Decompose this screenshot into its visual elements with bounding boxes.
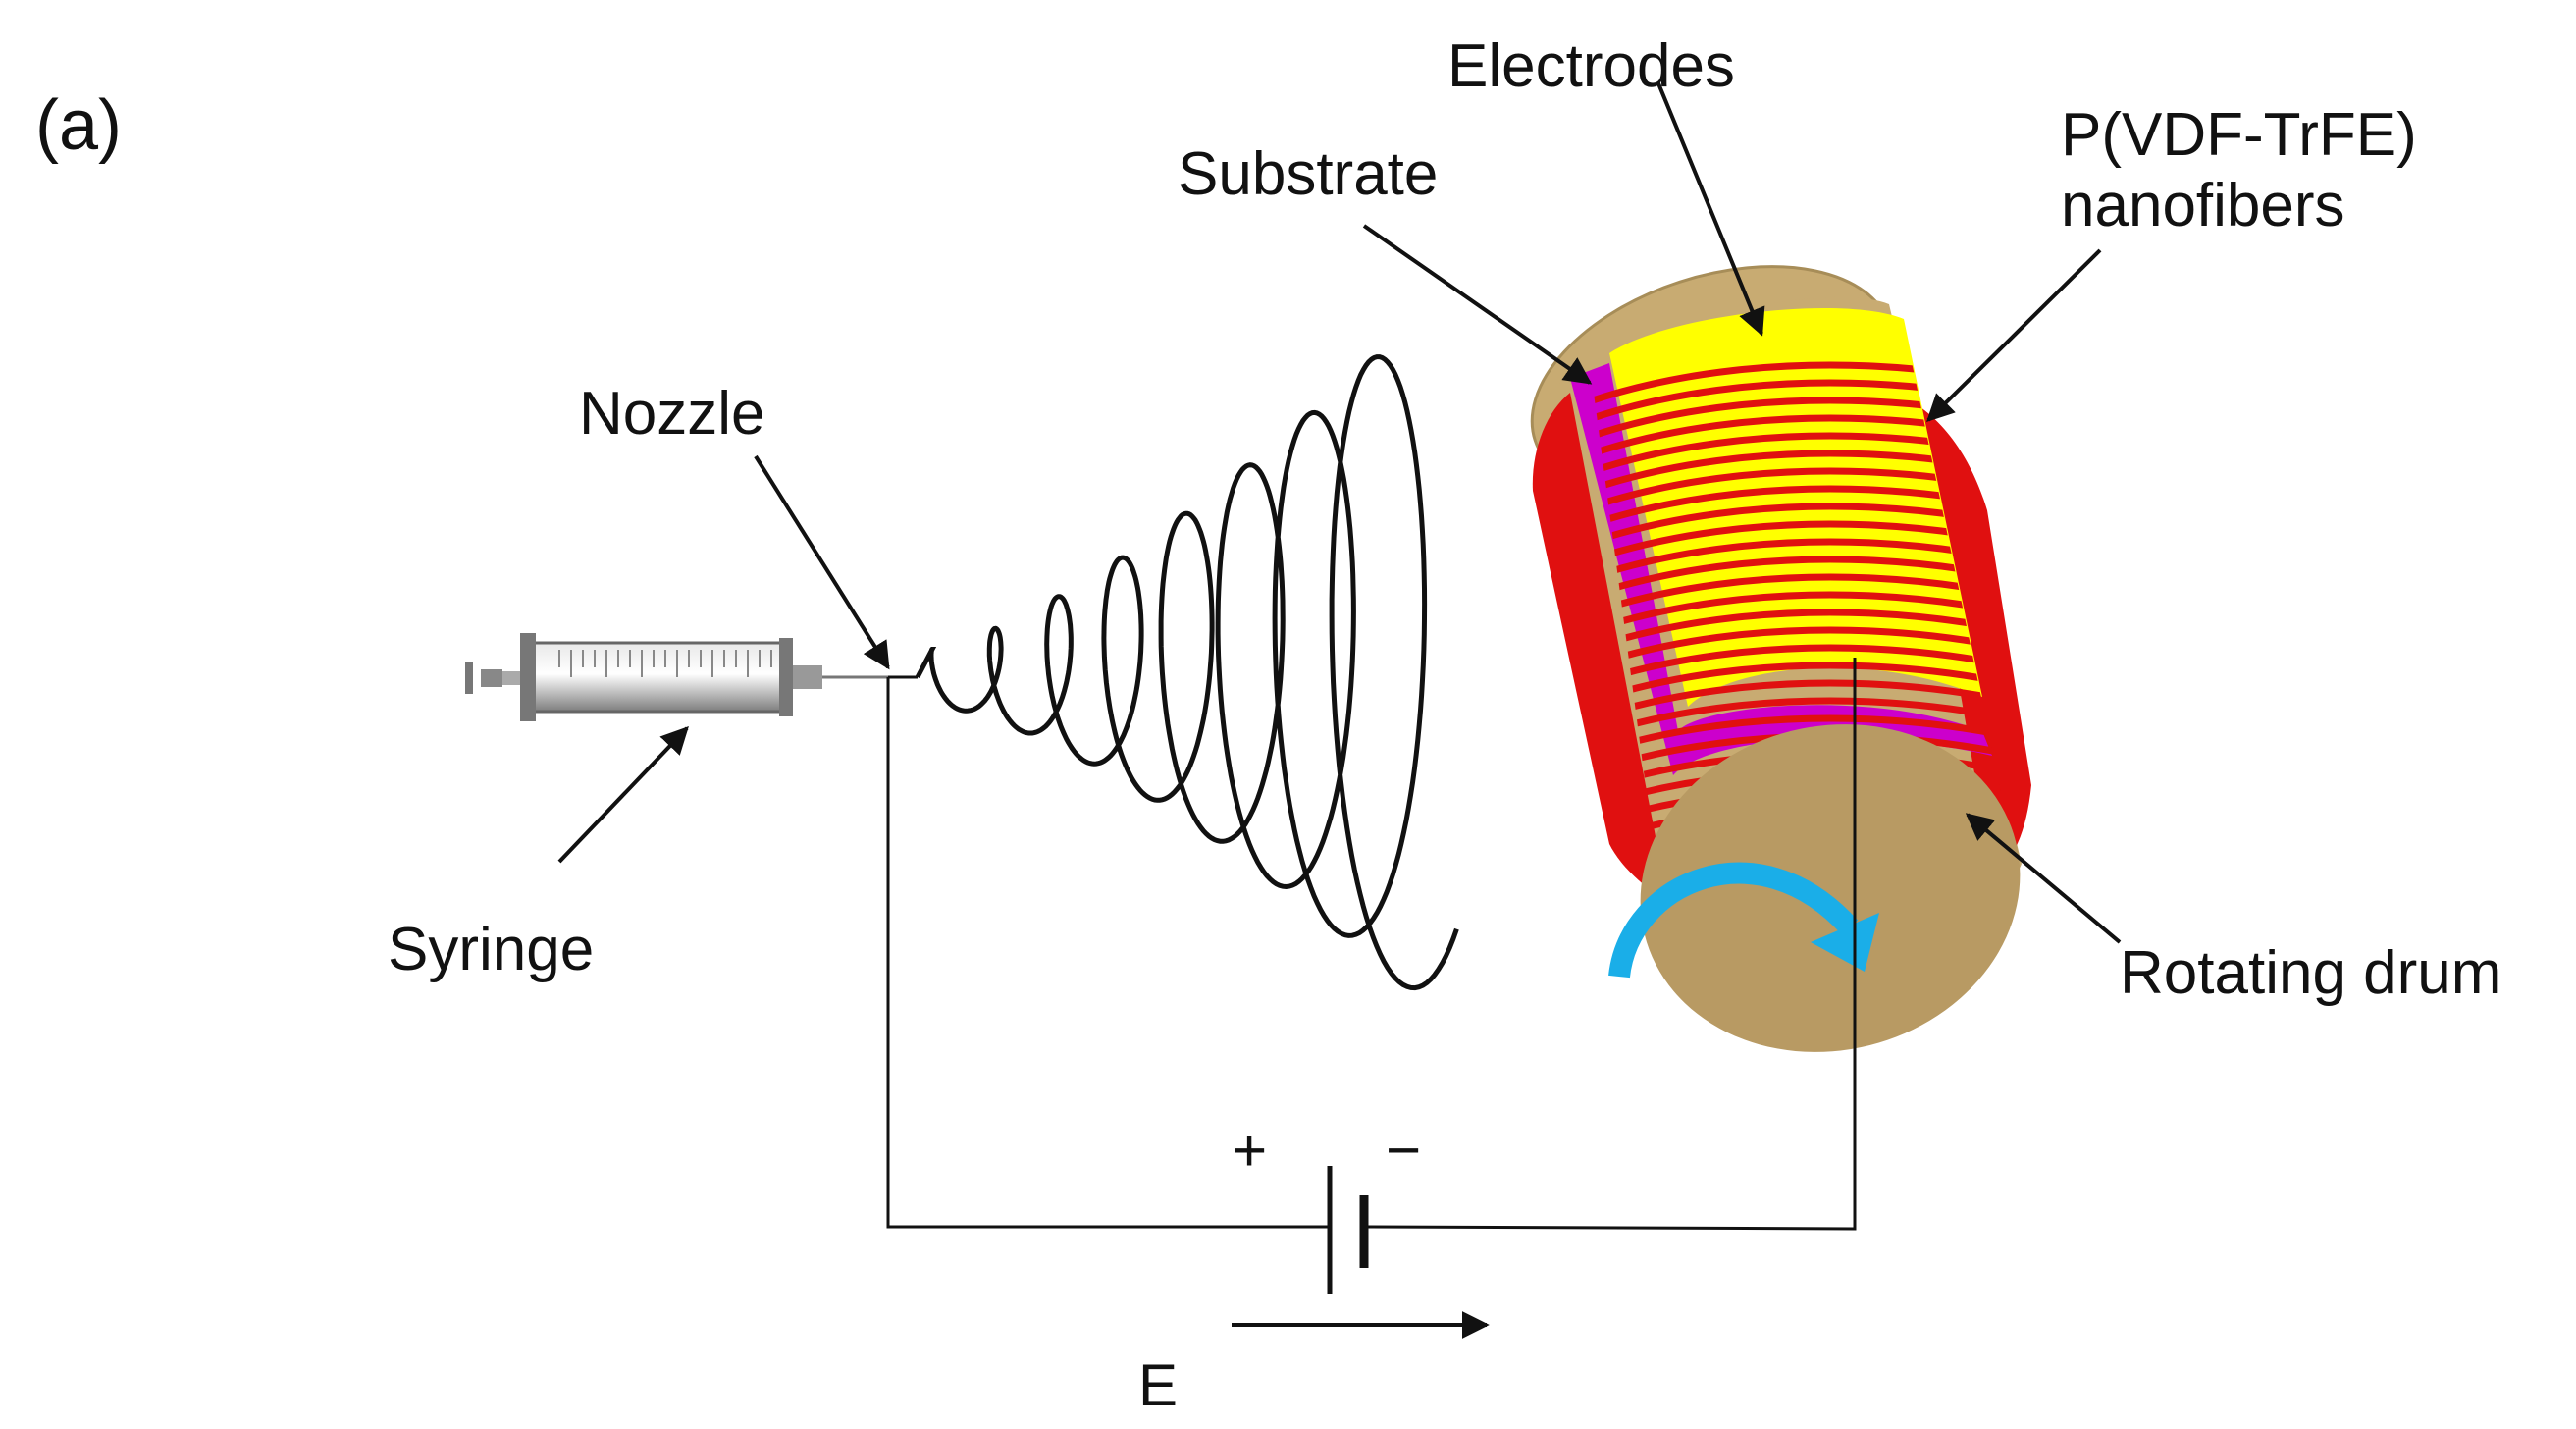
nanofiber-strand [1590, 591, 2012, 661]
nozzle-label: Nozzle [579, 380, 765, 448]
electrospinning-jet [915, 354, 1459, 991]
curved-arrow-icon [1608, 862, 1859, 979]
drum-front-end [1640, 724, 2021, 1052]
nanofibers-label-line1: P(VDF-TrFE) [2061, 101, 2417, 169]
nanofiber-strand [1590, 626, 2012, 696]
nozzle-pointer [754, 454, 890, 670]
nanofibers-label-line2: nanofibers [2061, 172, 2345, 239]
nanofiber-strand [1590, 538, 2012, 608]
nanofiber-strand [1590, 697, 2012, 767]
nanofiber-strand [1590, 556, 2012, 625]
rotating-drum [1530, 265, 2031, 1052]
nanofiber-layer-left [1532, 393, 1668, 903]
nanofiber-strand [1590, 644, 2012, 714]
nanofiber-strand [1590, 679, 2012, 749]
panel-label: (a) [35, 86, 122, 165]
substrate-label: Substrate [1178, 140, 1438, 208]
field-label: E [1138, 1352, 1178, 1418]
substrate-layer [1570, 363, 1992, 775]
rotating-drum-pointer [1965, 813, 2122, 944]
battery-symbol-icon [1327, 1166, 1369, 1294]
circuit-wires [886, 658, 1857, 1231]
nanofibers-pointer [1926, 248, 2102, 422]
syringe-label: Syringe [388, 916, 594, 983]
nanofiber-strand [1590, 714, 2012, 784]
nanofiber-strand [1590, 732, 2012, 802]
rotating-drum-label: Rotating drum [2120, 939, 2501, 1007]
nanofiber-strand [1590, 573, 2012, 643]
syringe-illustration [465, 633, 888, 721]
substrate-pointer [1362, 224, 1593, 385]
electrodes-pointer [1656, 82, 1765, 337]
battery-minus-sign: − [1386, 1117, 1421, 1185]
nanofiber-strand [1590, 609, 2012, 678]
curved-arrow-head [1811, 913, 1879, 972]
nanofiber-strand [1590, 520, 2012, 590]
syringe-pointer [557, 725, 689, 864]
nanofiber-strand [1590, 662, 2012, 731]
electrodes-label: Electrodes [1447, 32, 1735, 100]
nanofiber-strand [1590, 503, 2012, 572]
battery-plus-sign: + [1232, 1117, 1267, 1185]
